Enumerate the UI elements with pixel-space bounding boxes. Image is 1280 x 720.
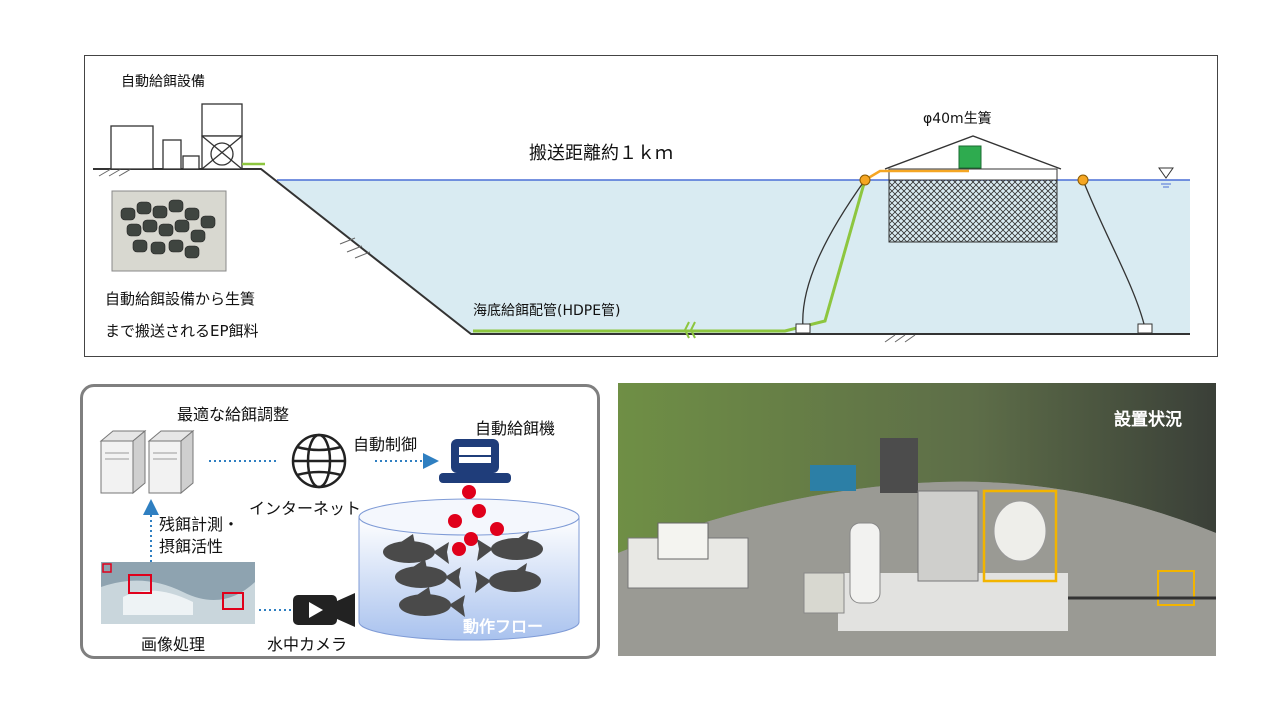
equipment-unit xyxy=(658,523,708,559)
image-processing-label: 画像処理 xyxy=(141,631,205,655)
cage-label: φ40m生簀 xyxy=(923,108,992,128)
anchor-left xyxy=(796,324,810,333)
residual-feed-label-line2: 摂餌活性 xyxy=(159,533,223,557)
auto-control-label: 自動制御 xyxy=(353,431,417,455)
photo-status-label: 設置状況 xyxy=(1114,405,1182,430)
pellet-caption-line2: まで搬送されるEP餌料 xyxy=(105,320,259,341)
operation-flow-diagram: 最適な給餌調整 自動制御 自動給餌機 インターネット 残餌計測・ 摂餌活性 画像… xyxy=(80,384,600,659)
flow-title-label: 動作フロー xyxy=(463,613,543,637)
globe-icon xyxy=(293,435,345,487)
generator-unit xyxy=(880,438,918,493)
underwater-image xyxy=(101,562,255,624)
control-unit xyxy=(918,491,978,581)
white-tank xyxy=(850,523,880,603)
anchor-right xyxy=(1138,324,1152,333)
blue-container xyxy=(810,465,856,491)
cross-section-drawing xyxy=(85,56,1219,358)
underwater-camera-label: 水中カメラ xyxy=(267,631,347,655)
internet-label: インターネット xyxy=(249,495,361,519)
pipe-label: 海底給餌配管(HDPE管) xyxy=(473,300,621,320)
cage-net xyxy=(889,180,1057,242)
pellet-caption-line1: 自動給餌設備から生簀 xyxy=(105,288,255,309)
installation-photo: 設置状況 xyxy=(618,383,1216,656)
auto-feeder-label: 自動給餌機 xyxy=(475,415,555,439)
float-right xyxy=(1078,175,1088,185)
feeder-facility-label: 自動給餌設備 xyxy=(121,71,205,91)
video-camera-icon xyxy=(293,593,355,627)
float-left xyxy=(860,175,870,185)
silo-tank xyxy=(994,501,1046,561)
optimal-feeding-label: 最適な給餌調整 xyxy=(177,401,289,425)
feeder-facility-buildings xyxy=(111,104,242,169)
system-cross-section-diagram: 自動給餌設備 搬送距離約１ｋｍ φ40m生簀 海底給餌配管(HDPE管) 自動給… xyxy=(84,55,1218,357)
cage-feeder-tank xyxy=(959,146,981,168)
water-level-icon xyxy=(1159,168,1173,178)
feeder-machine-icon xyxy=(439,439,511,483)
distance-label: 搬送距離約１ｋｍ xyxy=(529,139,673,165)
ibc-tank xyxy=(804,573,844,613)
server-icon xyxy=(101,431,193,493)
residual-feed-label-line1: 残餌計測・ xyxy=(159,511,239,535)
